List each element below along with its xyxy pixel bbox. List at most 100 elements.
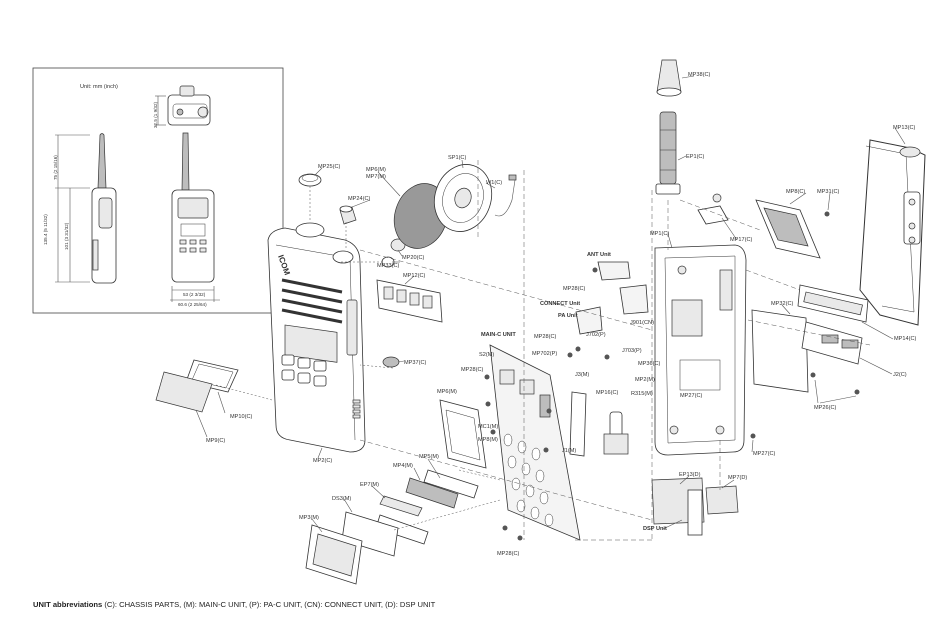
radio-front-view	[171, 132, 215, 283]
label-connect-unit: CONNECT Unit	[540, 301, 580, 307]
mp8-bracket	[755, 199, 821, 259]
ant-unit-board	[597, 261, 631, 281]
label-mp32: MP32(C)	[771, 301, 794, 307]
dim-total-height: 135.4 (5 11/32)	[43, 214, 48, 245]
label-mp14: MP14(C)	[894, 336, 917, 342]
speaker-sp1	[433, 164, 493, 232]
screws	[484, 211, 860, 541]
label-mp6: MP6(M)	[366, 167, 386, 173]
r315-knob	[603, 411, 629, 455]
label-s2: S2(M)	[479, 352, 494, 358]
ep7-strip	[379, 495, 423, 517]
label-pa-unit: PA Unit	[558, 313, 578, 319]
label-w1: W1(C)	[486, 180, 502, 186]
main-c-board	[489, 344, 581, 541]
label-main-c-unit: MAIN-C UNIT	[481, 332, 516, 338]
mp7d-pad	[705, 485, 739, 515]
label-mp5: MP5(M)	[419, 454, 439, 460]
mp37-cap	[382, 356, 400, 368]
label-mp28c: MP28(C)	[461, 367, 484, 373]
dim-body-height: 101 (3 31/32)	[64, 222, 69, 250]
label-ds3: DS3(M)	[332, 496, 351, 502]
label-mp28a: MP28(C)	[563, 286, 586, 292]
label-mp26: MP26(C)	[814, 405, 837, 411]
label-mp25: MP25(C)	[318, 164, 341, 170]
label-mp9: MP9(C)	[206, 438, 225, 444]
antenna-cap	[656, 59, 682, 97]
label-mp27b: MP27(C)	[753, 451, 776, 457]
mp24-knob	[339, 205, 357, 225]
mp32-sheet	[751, 309, 809, 393]
label-mp37: MP37(C)	[404, 360, 427, 366]
leader-lines	[195, 75, 906, 541]
front-case: ICOM	[267, 222, 366, 453]
label-j2: J2(C)	[893, 372, 907, 378]
unit-abbreviations-footer: UNIT abbreviations (C): CHASSIS PARTS, (…	[33, 600, 435, 609]
label-j702: J702(P)	[586, 332, 606, 338]
mp17-plate	[697, 193, 729, 225]
window-mp9	[155, 371, 213, 413]
label-mp3: MP3(M)	[299, 515, 319, 521]
dim-top-height: 32.5 (1 9/32)	[153, 101, 158, 128]
radio-side-view	[91, 133, 117, 284]
radio-top-view	[167, 85, 211, 126]
label-mp2m: MP2(M)	[635, 377, 655, 383]
label-mp20: MP20(C)	[402, 255, 425, 261]
antenna-ep1	[655, 111, 681, 195]
label-mp702: MP702(P)	[532, 351, 557, 357]
label-mp24: MP24(C)	[348, 196, 371, 202]
label-mp31: MP31(C)	[817, 189, 840, 195]
mp25-ring	[298, 173, 322, 187]
dim-width-total: 60.6 (2 25/64)	[178, 302, 207, 307]
label-ep1: EP1(C)	[686, 154, 704, 160]
label-mp7d: MP7(D)	[728, 475, 747, 481]
mp6m-shield	[439, 399, 487, 469]
mp14-strip	[797, 284, 869, 323]
footer-text: (C): CHASSIS PARTS, (M): MAIN-C UNIT, (P…	[104, 600, 436, 609]
speaker-wire	[494, 179, 516, 217]
label-mp36: MP36(C)	[638, 361, 661, 367]
label-ep13: EP13(D)	[679, 472, 701, 478]
connect-unit-board	[619, 284, 649, 315]
label-mp8m: MP8(M)	[478, 437, 498, 443]
rear-chassis	[654, 244, 747, 456]
unit-note: Unit: mm (inch)	[80, 84, 118, 90]
j2-jack	[801, 321, 863, 365]
dimension-inset: Unit: mm (inch) 32.5 (1 9/32)	[32, 67, 284, 314]
label-mp10: MP10(C)	[230, 414, 253, 420]
wire-connector	[508, 174, 517, 181]
label-ant-unit: ANT Unit	[587, 252, 611, 258]
mp5-plate	[423, 469, 479, 499]
label-sp1: SP1(C)	[448, 155, 466, 161]
label-ep7: EP7(M)	[360, 482, 379, 488]
label-mp1: MP1(C)	[650, 231, 669, 237]
label-mp12: MP12(C)	[403, 273, 426, 279]
ds3-display	[341, 511, 399, 557]
mp4-bar	[405, 477, 459, 509]
label-j703: J703(P)	[622, 348, 642, 354]
label-mp7: MP7(M)	[366, 174, 386, 180]
label-mp28b: MP28(C)	[534, 334, 557, 340]
label-mp13: MP13(C)	[893, 125, 916, 131]
speaker-grille	[281, 278, 343, 324]
label-mp33: MP33(C)	[377, 263, 400, 269]
label-mc1: MC1(M)	[478, 424, 498, 430]
label-mp16: MP16(C)	[596, 390, 619, 396]
part-labels: MP38(C) EP1(C) MP13(C) MP25(C) MP6(M) MP…	[206, 72, 917, 557]
mp20-grommet	[390, 238, 406, 252]
label-mp27a: MP27(C)	[680, 393, 703, 399]
label-mp2c: MP2(C)	[313, 458, 332, 464]
label-dsp-unit: DSP Unit	[643, 526, 667, 532]
mp12-panel	[376, 279, 443, 323]
j3-clip	[569, 391, 587, 457]
label-mp4: MP4(M)	[393, 463, 413, 469]
label-mp17: MP17(C)	[730, 237, 753, 243]
label-mp6m: MP6(M)	[437, 389, 457, 395]
label-mp28d: MP28(C)	[497, 551, 520, 557]
label-mp38: MP38(C)	[688, 72, 711, 78]
pa-unit-board	[575, 306, 603, 335]
label-r315: R315(M)	[631, 391, 653, 397]
dim-antenna: 75 (2 15/16)	[53, 155, 58, 180]
dim-width: 53 (2 3/32)	[183, 292, 206, 297]
